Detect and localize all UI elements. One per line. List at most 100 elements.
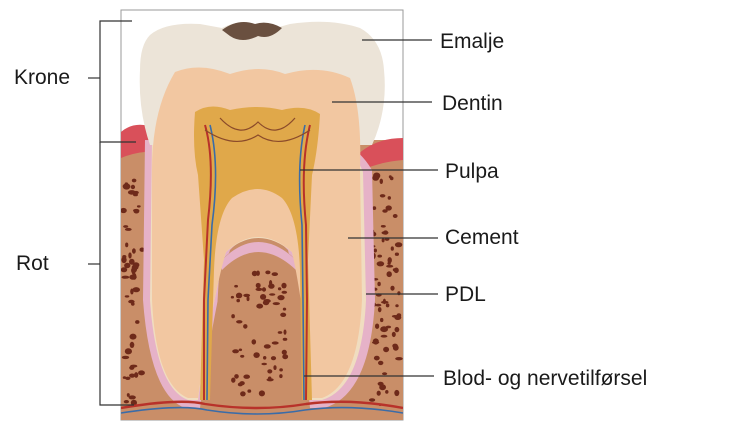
bone-spot <box>392 315 398 318</box>
bone-spot <box>125 295 130 297</box>
bone-spot <box>125 348 132 354</box>
bone-spot <box>273 302 280 305</box>
label-cement: Cement <box>445 226 519 250</box>
bone-spot <box>121 267 127 272</box>
bone-spot <box>122 356 129 359</box>
bone-spot <box>124 263 130 268</box>
bone-spot <box>123 225 128 228</box>
bone-spot <box>238 383 243 387</box>
bone-spot <box>231 314 235 318</box>
bone-spot <box>134 372 138 378</box>
bone-spot <box>232 349 239 353</box>
bone-spot <box>125 243 128 248</box>
bone-spot <box>282 291 288 294</box>
bone-spot <box>374 356 380 361</box>
label-blod-og-nervetilforsel: Blod- og nervetilførsel <box>443 367 647 391</box>
label-pulpa: Pulpa <box>445 160 499 184</box>
bone-spot <box>271 356 276 360</box>
bone-spot <box>381 225 386 228</box>
bone-spot <box>278 331 283 334</box>
bone-spot <box>129 395 136 399</box>
bone-spot <box>280 313 286 317</box>
bone-spot <box>231 378 235 383</box>
bone-spot <box>391 246 394 250</box>
bone-spot <box>390 286 394 291</box>
bone-spot <box>373 338 379 344</box>
bone-spot <box>138 370 145 375</box>
bone-spot <box>381 335 388 338</box>
bone-spot <box>131 185 135 189</box>
bone-spot <box>239 349 242 352</box>
bone-spot <box>383 299 386 305</box>
bone-spot <box>383 347 389 352</box>
bone-spot <box>122 276 130 279</box>
bone-spot <box>256 288 263 291</box>
bone-spot <box>243 375 250 379</box>
bone-spot <box>262 287 266 291</box>
bone-spot <box>234 374 239 379</box>
bone-spot <box>373 249 377 253</box>
bone-spot <box>377 255 382 258</box>
bone-spot <box>395 304 398 307</box>
bone-spot <box>380 194 386 197</box>
bone-spot <box>380 318 383 322</box>
bone-spot <box>135 320 139 324</box>
bone-spot <box>284 329 287 334</box>
bone-spot <box>252 339 257 344</box>
bone-spot <box>393 214 398 218</box>
bone-spot <box>375 304 381 307</box>
bone-spot <box>123 376 126 379</box>
bone-spot <box>231 296 234 299</box>
bone-spot <box>132 248 136 253</box>
bone-spot <box>272 341 279 344</box>
bone-spot <box>130 342 135 348</box>
bone-spot <box>386 265 393 268</box>
bone-spot <box>390 177 394 181</box>
bone-spot <box>236 320 242 323</box>
bone-spot <box>372 206 376 210</box>
bone-spot <box>240 391 246 396</box>
bone-spot <box>283 338 288 341</box>
bone-spot <box>120 208 127 213</box>
bone-spot <box>386 205 392 210</box>
bone-spot <box>377 261 385 266</box>
bone-spot <box>394 390 399 396</box>
bone-spot <box>379 384 386 390</box>
bone-spot <box>130 334 137 340</box>
bone-spot <box>375 324 379 329</box>
bone-spot <box>385 390 388 394</box>
bone-spot <box>247 389 251 392</box>
bone-spot <box>260 294 266 300</box>
bone-spot <box>264 344 271 348</box>
bone-spot <box>397 291 400 295</box>
bone-spot <box>253 352 259 358</box>
bone-spot <box>256 304 263 309</box>
bone-spot <box>378 307 382 312</box>
label-krone: Krone <box>14 66 70 90</box>
bone-spot <box>395 253 399 256</box>
bone-spot <box>124 400 129 403</box>
bone-spot <box>388 257 392 263</box>
bone-spot <box>267 369 272 373</box>
bone-spot <box>394 268 399 274</box>
bone-spot <box>395 357 403 360</box>
bone-spot <box>395 327 400 332</box>
bone-spot <box>128 252 131 258</box>
bone-spot <box>121 257 126 263</box>
bone-spot <box>392 332 396 337</box>
bone-spot <box>132 269 136 275</box>
bone-spot <box>393 345 399 351</box>
bone-spot <box>234 285 238 288</box>
bone-spot <box>277 295 284 300</box>
bone-spot <box>281 283 286 289</box>
bone-spot <box>269 293 275 295</box>
bone-spot <box>269 280 272 286</box>
bone-spot <box>378 361 383 365</box>
bone-spot <box>377 282 380 286</box>
bone-spot <box>268 377 271 380</box>
bone-spot <box>125 228 132 231</box>
label-emalje: Emalje <box>440 30 504 54</box>
bone-spot <box>128 300 134 304</box>
bone-spot <box>386 303 390 307</box>
